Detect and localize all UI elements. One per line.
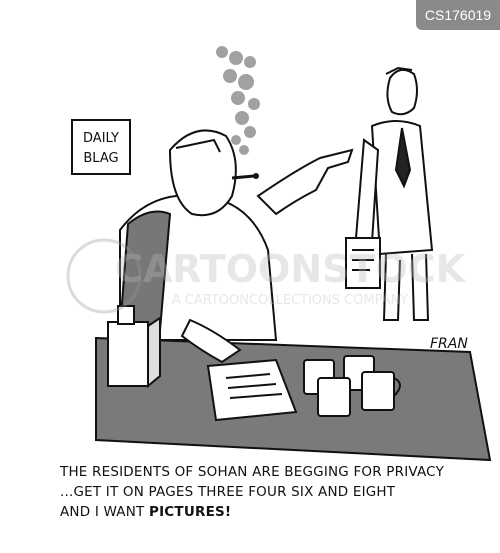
- artist-signature: FRAN: [430, 336, 468, 352]
- sign-line-1: DAILY: [83, 131, 119, 146]
- editor-figure: [118, 129, 354, 364]
- caption-line-1: THE RESIDENTS OF SOHAN ARE BEGGING FOR P…: [60, 464, 445, 480]
- assistant-figure: [345, 66, 434, 321]
- coffee-mugs: [303, 355, 401, 417]
- caption-line-2: ...GET IT ON PAGES THREE FOUR SIX AND EI…: [60, 484, 396, 500]
- drink-carton: [107, 305, 161, 389]
- cigarette-smoke: [216, 46, 260, 155]
- papers-stack: [206, 358, 298, 422]
- daily-blag-sign: DAILY BLAG: [71, 119, 131, 175]
- caption: THE RESIDENTS OF SOHAN ARE BEGGING FOR P…: [60, 462, 500, 522]
- sign-line-2: BLAG: [83, 151, 118, 166]
- cartoon-id-badge: CS176019: [416, 0, 500, 30]
- watermark-sub: A CARTOONCOLLECTIONS COMPANY: [172, 293, 409, 308]
- caption-line-3: AND I WANT PICTURES!: [60, 502, 500, 522]
- caption-line-3-emphasis: PICTURES!: [148, 504, 232, 520]
- watermark-brand: CARTOONSTOCK: [115, 247, 467, 291]
- watermark: CARTOONSTOCK A CARTOONCOLLECTIONS COMPAN…: [66, 238, 467, 314]
- caption-line-3-prefix: AND I WANT: [60, 504, 149, 520]
